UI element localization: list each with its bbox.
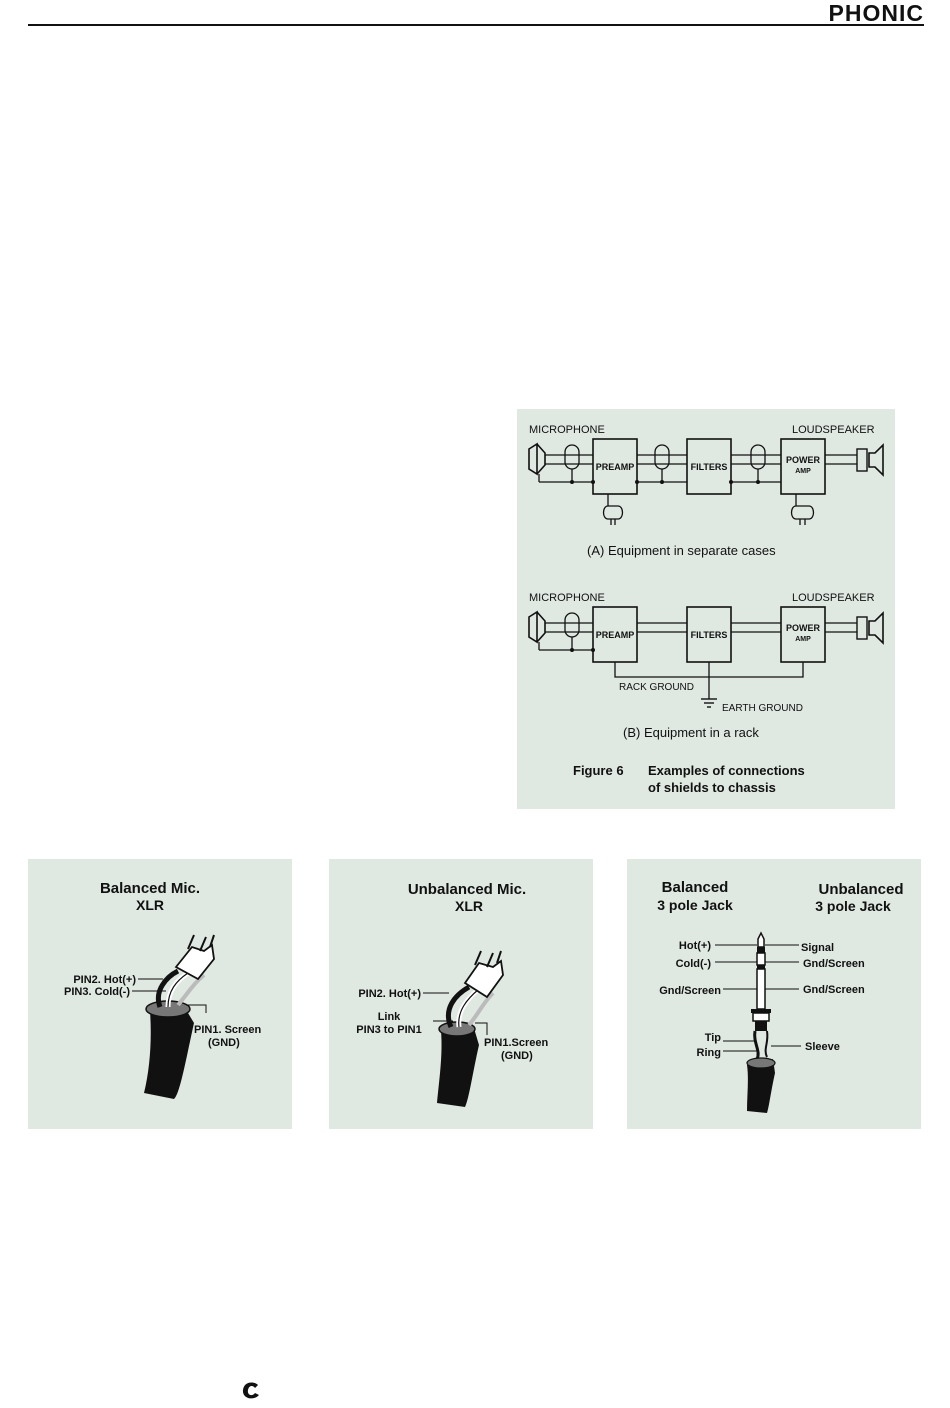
jack-gnd-screen-right-2-label: Gnd/Screen	[803, 984, 865, 996]
unbalanced-xlr-pin1-2: (GND)	[501, 1050, 533, 1062]
balanced-xlr-pin1-2: (GND)	[208, 1037, 240, 1049]
jack-balanced-title-1: Balanced	[662, 879, 729, 896]
xlr-cable-icon	[144, 1003, 194, 1099]
preamp-label-a: PREAMP	[596, 462, 635, 472]
filters-label-a: FILTERS	[691, 462, 728, 472]
jack-gnd-screen-right-1-label: Gnd/Screen	[803, 958, 865, 970]
brand-logo: PHONIC	[828, 0, 924, 26]
balanced-xlr-pin1-1: PIN1. Screen	[194, 1024, 262, 1036]
caption-b: (B) Equipment in a rack	[623, 725, 759, 740]
unbalanced-xlr-link-1: Link	[378, 1011, 401, 1023]
microphone-icon	[528, 442, 546, 476]
figure-6-diagram: MICROPHONE LOUDSPEAKER PREAMP	[528, 424, 884, 795]
jack-cold-label: Cold(-)	[676, 958, 712, 970]
jack-sleeve-label: Sleeve	[805, 1041, 840, 1053]
jack-balanced-title-2: 3 pole Jack	[657, 897, 733, 913]
jack-hot-label: Hot(+)	[679, 940, 711, 952]
balanced-xlr-title-2: XLR	[136, 897, 164, 913]
header-rule	[28, 24, 924, 26]
jack-unbalanced-title-1: Unbalanced	[818, 881, 903, 898]
power-plug-icon	[602, 494, 624, 525]
filters-box-a	[686, 438, 732, 495]
preamp-label-b: PREAMP	[596, 630, 635, 640]
jack-panel: Balanced 3 pole Jack Unbalanced 3 pole J…	[627, 859, 921, 1129]
power-amp-box-a	[780, 438, 826, 495]
unbalanced-xlr-pin1-1: PIN1.Screen	[484, 1037, 548, 1049]
power-amp-label-b-1: POWER	[786, 623, 821, 633]
xlr-cable-icon-unbalanced	[437, 1025, 479, 1107]
figure-title-1: Examples of connections	[648, 763, 805, 778]
jack-signal-label: Signal	[801, 942, 834, 954]
filters-label-b: FILTERS	[691, 630, 728, 640]
balanced-xlr-panel: Balanced Mic. XLR PIN2. Hot(+) PIN3. Col…	[28, 859, 292, 1129]
power-amp-label-b-2: AMP	[795, 636, 811, 643]
mic-label-b: MICROPHONE	[529, 592, 605, 604]
figure-number: Figure 6	[573, 763, 624, 778]
balanced-xlr-pin3: PIN3. Cold(-)	[64, 986, 130, 998]
unbalanced-xlr-diagram: Unbalanced Mic. XLR PIN2. Hot(+) Link PI…	[356, 881, 548, 1107]
unbalanced-xlr-title-2: XLR	[455, 898, 483, 914]
diagram-b: MICROPHONE LOUDSPEAKER PREAMP FILTERS PO…	[528, 592, 884, 740]
unbalanced-xlr-title-1: Unbalanced Mic.	[408, 881, 526, 898]
footer-logo-mark	[240, 1381, 262, 1406]
unbalanced-xlr-pin2: PIN2. Hot(+)	[358, 988, 421, 1000]
loudspeaker-icon	[868, 443, 884, 477]
rack-ground-label: RACK GROUND	[619, 682, 694, 693]
earth-ground-label: EARTH GROUND	[722, 703, 803, 714]
power-amp-label-a-1: POWER	[786, 455, 821, 465]
speaker-label-b: LOUDSPEAKER	[792, 592, 875, 604]
jack-gnd-screen-left-label: Gnd/Screen	[659, 985, 721, 997]
mic-label-a: MICROPHONE	[529, 424, 605, 436]
figure-title-2: of shields to chassis	[648, 780, 776, 795]
jack-plug-icon	[757, 931, 765, 948]
jack-ring-label: Ring	[697, 1047, 721, 1059]
footer-c-icon	[242, 1382, 259, 1399]
balanced-xlr-title-1: Balanced Mic.	[100, 880, 200, 897]
jack-unbalanced-title-2: 3 pole Jack	[815, 898, 891, 914]
speaker-label-a: LOUDSPEAKER	[792, 424, 875, 436]
power-amp-label-a-2: AMP	[795, 468, 811, 475]
diagram-a: MICROPHONE LOUDSPEAKER PREAMP	[528, 424, 884, 558]
unbalanced-xlr-panel: Unbalanced Mic. XLR PIN2. Hot(+) Link PI…	[329, 859, 593, 1129]
figure-6-panel: MICROPHONE LOUDSPEAKER PREAMP	[517, 409, 895, 809]
caption-a: (A) Equipment in separate cases	[587, 543, 776, 558]
balanced-xlr-pin2: PIN2. Hot(+)	[73, 974, 136, 986]
preamp-box-a	[592, 438, 638, 495]
unbalanced-xlr-link-2: PIN3 to PIN1	[356, 1024, 421, 1036]
jack-diagram: Balanced 3 pole Jack Unbalanced 3 pole J…	[657, 879, 904, 1113]
jack-tip-label: Tip	[705, 1032, 722, 1044]
balanced-xlr-diagram: Balanced Mic. XLR PIN2. Hot(+) PIN3. Col…	[64, 880, 262, 1099]
